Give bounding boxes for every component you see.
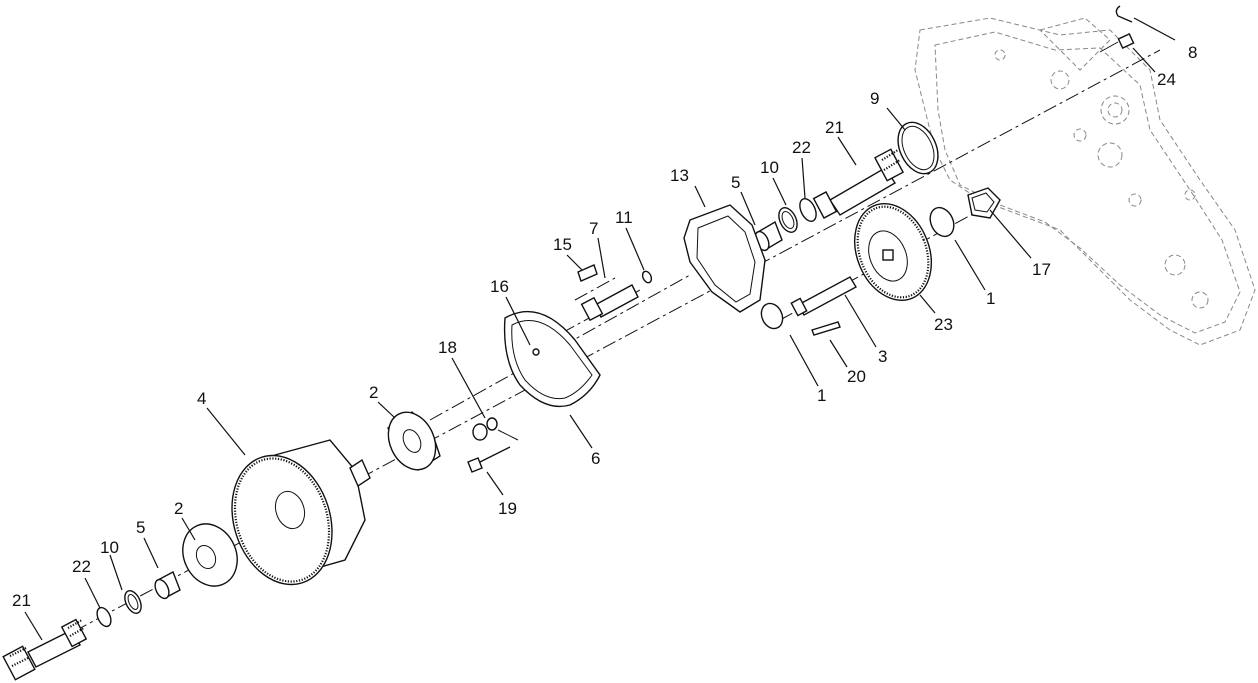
callout-2-upper: 2 xyxy=(369,383,378,402)
callout-17: 17 xyxy=(1032,260,1051,279)
callout-1-upper: 1 xyxy=(986,289,995,308)
part-22-ring-lower xyxy=(96,606,112,628)
callout-10-upper: 10 xyxy=(760,158,779,177)
callout-10-lower: 10 xyxy=(100,538,119,557)
callout-21-lower: 21 xyxy=(12,591,31,610)
part-6-brake-band xyxy=(503,310,601,408)
part-19-bolt xyxy=(467,446,511,473)
callout-16: 16 xyxy=(490,277,509,296)
part-22-ring-upper xyxy=(799,198,817,222)
callout-7: 7 xyxy=(589,219,598,238)
callout-22-lower: 22 xyxy=(72,557,91,576)
leader-lines xyxy=(24,17,1176,641)
callout-9: 9 xyxy=(870,89,879,108)
part-15-pin xyxy=(577,264,598,282)
part-3-shaft xyxy=(790,276,857,317)
part-1-washer-lower xyxy=(760,302,784,330)
callout-6: 6 xyxy=(591,449,600,468)
part-20-key xyxy=(811,321,841,336)
callout-24: 24 xyxy=(1157,70,1176,89)
part-4-drum-gear xyxy=(231,439,371,586)
part-17-gasket xyxy=(967,187,1001,219)
callout-5-upper: 5 xyxy=(731,173,740,192)
callout-1-lower: 1 xyxy=(817,386,826,405)
part-9-oring xyxy=(897,121,939,175)
callout-4: 4 xyxy=(197,389,206,408)
transmission-housing xyxy=(914,17,1256,346)
callout-19: 19 xyxy=(498,499,517,518)
callout-3: 3 xyxy=(878,347,887,366)
part-2-spacer-upper xyxy=(387,411,441,471)
callout-13: 13 xyxy=(670,166,689,185)
part-10-ring-upper xyxy=(778,207,798,233)
part-2-spacer-lower xyxy=(182,523,238,587)
callout-23: 23 xyxy=(934,315,953,334)
part-16-pin xyxy=(532,348,540,356)
part-18-fitting xyxy=(472,417,519,441)
part-23-gear xyxy=(854,203,932,301)
callout-11: 11 xyxy=(615,208,633,227)
part-13-gasket xyxy=(683,204,766,313)
callout-20: 20 xyxy=(847,367,866,386)
part-21-shaft-lower xyxy=(2,618,88,681)
part-10-ring-lower xyxy=(124,590,142,614)
callout-22-upper: 22 xyxy=(792,138,811,157)
callout-15: 15 xyxy=(553,235,572,254)
callout-21-upper: 21 xyxy=(825,118,844,137)
callout-labels: 8 24 9 21 22 10 5 13 11 7 15 16 17 1 23 … xyxy=(12,43,1197,610)
part-24-fitting xyxy=(1099,33,1135,53)
callout-8: 8 xyxy=(1188,43,1197,62)
callout-2-lower: 2 xyxy=(174,499,183,518)
part-5-bushing-lower xyxy=(154,571,181,600)
part-7-shaft xyxy=(580,284,639,322)
part-11-ring xyxy=(641,270,653,284)
part-1-washer-upper xyxy=(929,206,955,238)
part-21-shaft-upper xyxy=(812,148,904,219)
callout-18: 18 xyxy=(438,338,457,357)
callout-5-lower: 5 xyxy=(136,518,145,537)
part-8-clip xyxy=(1115,5,1133,23)
